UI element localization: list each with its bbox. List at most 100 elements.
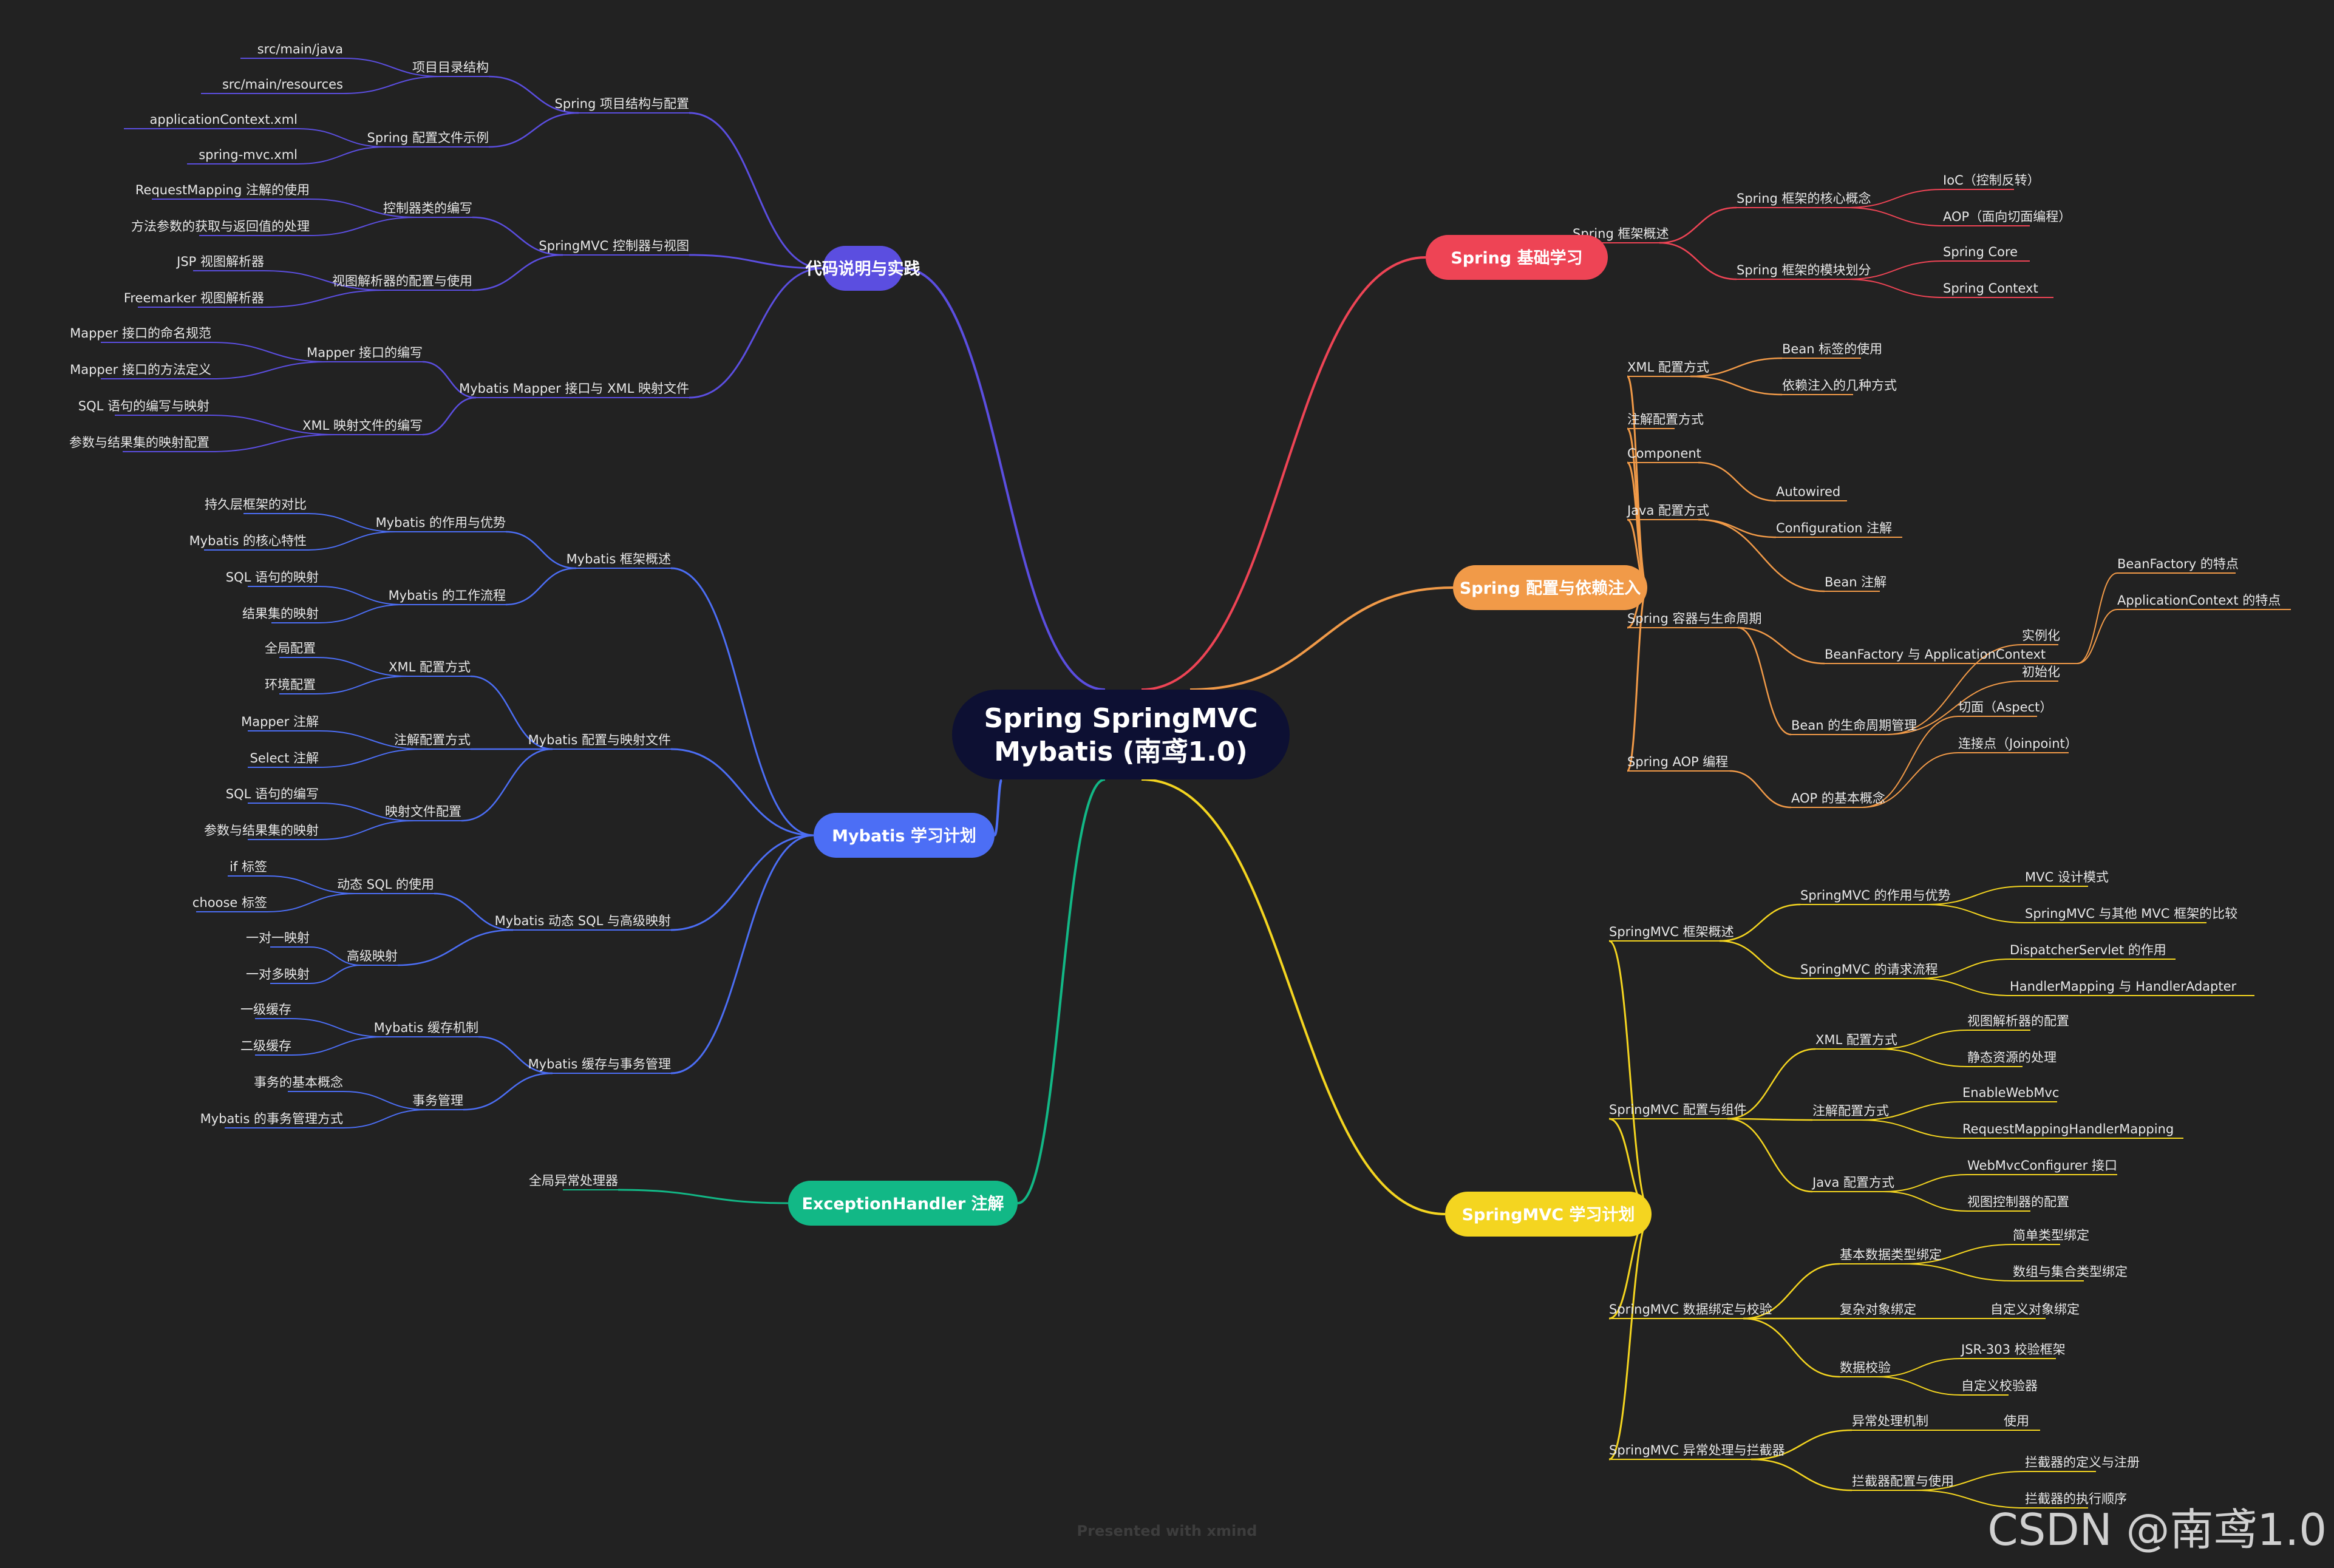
branch-node-b2[interactable] [1453,565,1647,610]
topic-label[interactable]: AOP（面向切面编程） [1943,209,2071,224]
topic-label[interactable]: src/main/java [257,42,343,56]
topic-label[interactable]: 视图解析器的配置 [1967,1014,2069,1028]
topic-label[interactable]: 持久层框架的对比 [205,497,307,512]
topic-label[interactable]: applicationContext.xml [150,112,298,127]
topic-label[interactable]: JSR-303 校验框架 [1960,1342,2066,1357]
topic-label[interactable]: if 标签 [230,860,267,874]
topic-label[interactable]: SpringMVC 的请求流程 [1800,962,1938,977]
branch-node-b1[interactable] [1426,235,1608,280]
topic-label[interactable]: HandlerMapping 与 HandlerAdapter [2010,979,2237,994]
topic-label[interactable]: Mybatis 框架概述 [566,552,671,566]
topic-label[interactable]: 视图控制器的配置 [1967,1195,2069,1209]
topic-label[interactable]: 结果集的映射 [242,606,319,621]
topic-label[interactable]: XML 配置方式 [1627,360,1709,375]
topic-label[interactable]: 全局配置 [265,641,316,656]
topic-label[interactable]: IoC（控制反转） [1943,173,2040,188]
topic-label[interactable]: 自定义对象绑定 [1990,1302,2080,1317]
topic-label[interactable]: SpringMVC 异常处理与拦截器 [1609,1443,1785,1458]
topic-label[interactable]: 连接点（Joinpoint） [1958,736,2078,751]
topic-label[interactable]: 视图解析器的配置与使用 [332,274,472,288]
topic-label[interactable]: BeanFactory 与 ApplicationContext [1825,647,2046,662]
topic-label[interactable]: 一级缓存 [240,1002,291,1017]
topic-label[interactable]: 依赖注入的几种方式 [1782,378,1897,393]
topic-label[interactable]: SpringMVC 配置与组件 [1609,1102,1747,1117]
topic-label[interactable]: Configuration 注解 [1776,521,1892,535]
topic-label[interactable]: XML 配置方式 [389,660,471,674]
topic-label[interactable]: 注解配置方式 [1627,412,1704,427]
topic-label[interactable]: 切面（Aspect） [1958,700,2052,714]
topic-label[interactable]: Bean 的生命周期管理 [1791,718,1917,733]
topic-label[interactable]: 注解配置方式 [1812,1104,1889,1118]
topic-label[interactable]: Select 注解 [250,751,319,765]
topic-label[interactable]: Spring Core [1943,245,2018,259]
topic-label[interactable]: DispatcherServlet 的作用 [2010,943,2166,957]
topic-label[interactable]: Mybatis 的工作流程 [389,588,506,603]
topic-label[interactable]: Mapper 接口的方法定义 [70,362,211,377]
topic-label[interactable]: 事务的基本概念 [254,1075,343,1090]
topic-label[interactable]: Autowired [1776,484,1840,499]
topic-label[interactable]: WebMvcConfigurer 接口 [1967,1158,2117,1173]
topic-label[interactable]: Spring 框架的模块划分 [1737,263,1871,277]
topic-label[interactable]: 数据校验 [1840,1360,1891,1375]
topic-label[interactable]: 基本数据类型绑定 [1840,1247,1942,1262]
branch-node-b5[interactable] [814,813,995,858]
topic-label[interactable]: 数组与集合类型绑定 [2013,1264,2128,1279]
topic-label[interactable]: Java 配置方式 [1811,1175,1894,1190]
topic-label[interactable]: 参数与结果集的映射配置 [69,435,209,450]
topic-label[interactable]: 二级缓存 [240,1039,291,1053]
topic-label[interactable]: 参数与结果集的映射 [204,823,319,838]
topic-label[interactable]: 拦截器的执行顺序 [2025,1492,2127,1506]
topic-label[interactable]: ApplicationContext 的特点 [2117,593,2281,608]
topic-label[interactable]: 自定义校验器 [1961,1379,2038,1393]
topic-label[interactable]: Mybatis 的核心特性 [189,534,307,548]
topic-label[interactable]: 注解配置方式 [394,733,471,747]
topic-label[interactable]: Mapper 接口的命名规范 [70,326,211,341]
topic-label[interactable]: 环境配置 [265,677,316,692]
topic-label[interactable]: 动态 SQL 的使用 [337,877,434,892]
topic-label[interactable]: Java 配置方式 [1626,503,1709,518]
topic-label[interactable]: EnableWebMvc [1962,1085,2059,1100]
topic-label[interactable]: SpringMVC 与其他 MVC 框架的比较 [2025,906,2237,921]
topic-label[interactable]: SpringMVC 框架概述 [1609,925,1734,939]
topic-label[interactable]: Spring Context [1943,281,2038,296]
topic-label[interactable]: spring-mvc.xml [199,148,298,162]
topic-label[interactable]: 高级映射 [347,949,398,963]
topic-label[interactable]: Freemarker 视图解析器 [124,291,264,305]
topic-label[interactable]: 初始化 [2022,665,2060,679]
topic-label[interactable]: AOP 的基本概念 [1791,791,1885,806]
topic-label[interactable]: Mybatis 缓存与事务管理 [528,1057,671,1071]
branch-node-b3[interactable] [1445,1192,1652,1237]
topic-label[interactable]: BeanFactory 的特点 [2117,557,2239,571]
topic-label[interactable]: Mybatis Mapper 接口与 XML 映射文件 [459,381,689,396]
topic-label[interactable]: 全局异常处理器 [529,1173,618,1188]
topic-label[interactable]: 控制器类的编写 [383,201,472,216]
topic-label[interactable]: 一对多映射 [246,967,310,982]
topic-label[interactable]: Mybatis 的事务管理方式 [200,1112,343,1126]
topic-label[interactable]: 实例化 [2022,628,2060,643]
topic-label[interactable]: 拦截器配置与使用 [1852,1474,1954,1488]
topic-label[interactable]: Mybatis 配置与映射文件 [528,733,671,747]
topic-label[interactable]: Mybatis 动态 SQL 与高级映射 [495,914,671,928]
topic-label[interactable]: Bean 注解 [1825,575,1887,589]
topic-label[interactable]: 复杂对象绑定 [1840,1302,1916,1317]
topic-label[interactable]: choose 标签 [192,895,267,910]
topic-label[interactable]: SpringMVC 控制器与视图 [539,239,689,253]
topic-label[interactable]: Spring 配置文件示例 [367,131,489,145]
topic-label[interactable]: Bean 标签的使用 [1782,342,1882,356]
topic-label[interactable]: Spring AOP 编程 [1627,755,1728,769]
topic-label[interactable]: Spring 容器与生命周期 [1627,611,1761,626]
branch-node-b4[interactable] [788,1181,1018,1226]
topic-label[interactable]: Component [1627,446,1701,461]
topic-label[interactable]: 映射文件配置 [385,804,461,819]
topic-label[interactable]: MVC 设计模式 [2025,870,2109,884]
topic-label[interactable]: Mapper 注解 [241,714,319,729]
topic-label[interactable]: 静态资源的处理 [1967,1050,2057,1065]
topic-label[interactable]: 拦截器的定义与注册 [2025,1455,2140,1470]
branch-node-b6[interactable] [823,246,903,291]
topic-label[interactable]: Spring 框架的核心概念 [1737,191,1871,206]
topic-label[interactable]: SQL 语句的编写与映射 [78,399,209,413]
topic-label[interactable]: 事务管理 [412,1093,463,1108]
topic-label[interactable]: 方法参数的获取与返回值的处理 [131,219,310,234]
topic-label[interactable]: 项目目录结构 [412,60,489,75]
topic-label[interactable]: JSP 视图解析器 [175,254,264,269]
